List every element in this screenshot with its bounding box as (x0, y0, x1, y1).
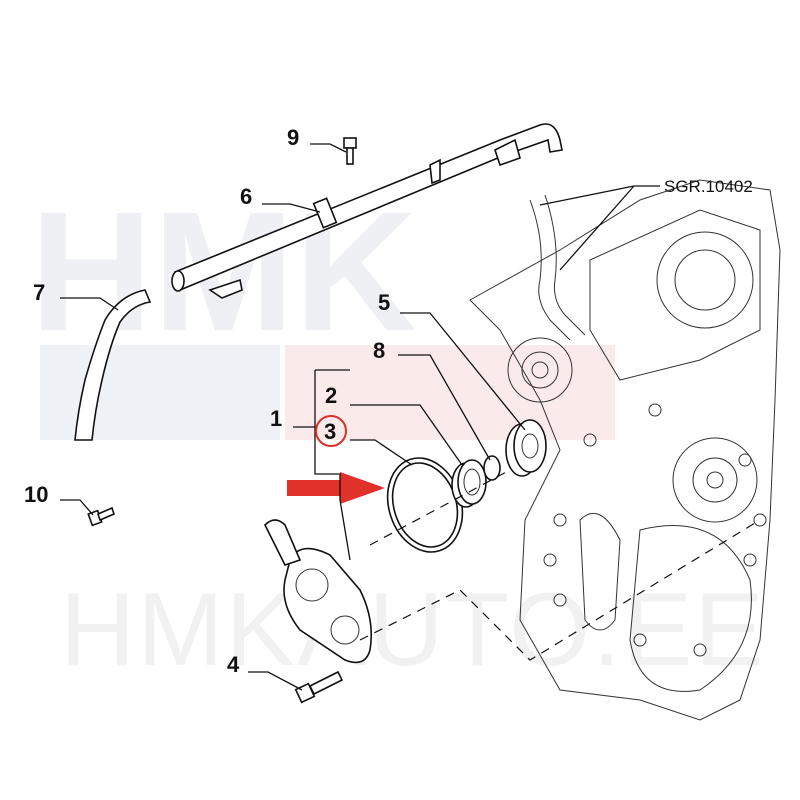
callout-7: 7 (33, 280, 45, 305)
callout-2: 2 (325, 383, 337, 408)
part-7-hose (74, 289, 152, 441)
part-8-ring (483, 455, 501, 481)
reference-code: SGR.10402 (664, 177, 753, 196)
engine-block (469, 179, 781, 721)
assembly-line (369, 469, 511, 546)
watermark-logo-block-red (285, 345, 615, 440)
part-3-o-ring (386, 457, 464, 553)
callout-9: 9 (287, 125, 299, 150)
highlight-arrow (287, 472, 385, 504)
callout-6: 6 (240, 184, 252, 209)
highlight-circle (315, 415, 347, 447)
callout-3: 3 (324, 419, 336, 444)
callout-4: 4 (227, 652, 240, 677)
callout-1: 1 (270, 406, 282, 431)
watermark-site: HMKAUTO.EE (60, 572, 766, 688)
callout-8: 8 (373, 338, 385, 363)
assembly-line (359, 519, 761, 661)
callout-10: 10 (24, 482, 48, 507)
part-4-bolt (294, 670, 344, 704)
leader-lines (60, 143, 660, 691)
part-1-water-pump (264, 519, 373, 664)
part-6-coolant-pipe (171, 123, 563, 299)
part-9-bolt (343, 137, 357, 165)
part-2-seal (451, 459, 487, 508)
part-10-bolt (87, 506, 115, 527)
callout-5: 5 (378, 290, 390, 315)
part-5-pulley (505, 419, 547, 477)
